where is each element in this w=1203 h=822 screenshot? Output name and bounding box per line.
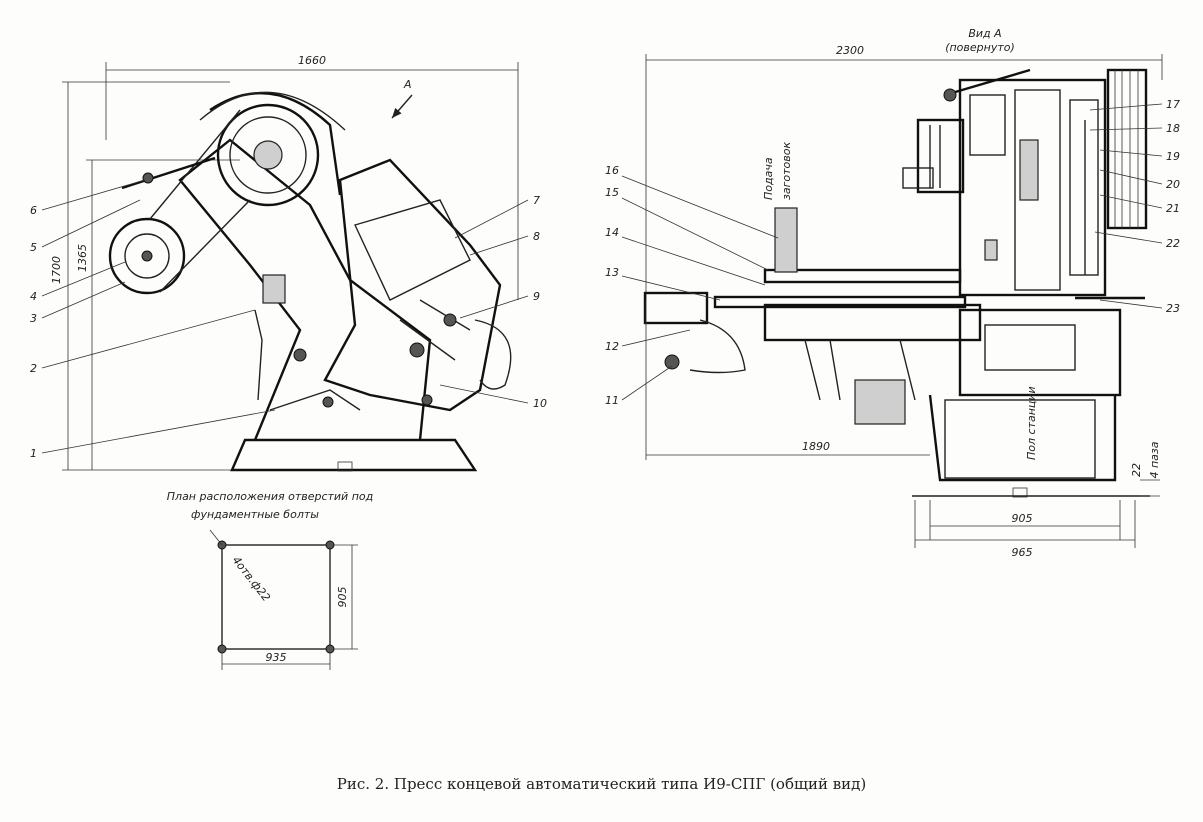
- front-flywheel: [1106, 68, 1148, 230]
- bolt-hole: [325, 644, 335, 654]
- plan-title-line1: План расположения отверстий под: [167, 490, 373, 503]
- motor-pack: [902, 118, 965, 194]
- callout-14: 14: [605, 226, 619, 239]
- press-frame: [178, 138, 432, 441]
- plan-dim-horizontal: 935: [266, 651, 287, 664]
- front-callouts-right: 17 18 19 20 21 22 23: [1075, 98, 1180, 315]
- callout-10: 10: [533, 397, 547, 410]
- callout-4: 4: [30, 290, 37, 303]
- base-slot: [337, 461, 353, 472]
- front-callouts-left: 16 15 14 13 12 11: [605, 164, 779, 407]
- callout-6: 6: [30, 204, 37, 217]
- feed-table: Подача заготовок: [713, 142, 967, 309]
- callout-11: 11: [605, 394, 619, 407]
- view-title-line2: (повернуто): [945, 41, 1015, 54]
- callout-3: 3: [30, 312, 37, 325]
- side-dim-width-label: 1660: [298, 54, 326, 67]
- callout-9: 9: [533, 290, 540, 303]
- side-dim-width: 1660: [105, 54, 519, 300]
- view-title-line1: Вид А: [968, 27, 1001, 40]
- crank-column: [958, 78, 1107, 297]
- front-view: Вид А (повернуто) 2300: [605, 27, 1180, 559]
- control-rod: [254, 309, 263, 401]
- lever-arm: [121, 156, 216, 190]
- press-bed: [643, 291, 1122, 425]
- machine-base: [230, 438, 478, 472]
- bolt-hole: [325, 540, 335, 550]
- die-head: [293, 158, 512, 412]
- floor-label: Пол станции: [1025, 386, 1038, 460]
- front-dim-4paz: 4 паза: [1148, 441, 1161, 478]
- feed-label-line2: заготовок: [780, 142, 793, 200]
- view-arrow-a: A: [391, 78, 413, 119]
- front-dim-965: 965: [1012, 546, 1033, 559]
- bolt-rectangle: [221, 544, 331, 650]
- callout-20: 20: [1166, 178, 1180, 191]
- plan-dim-vertical: 905: [336, 587, 349, 608]
- side-callouts: 1 2 3 4 5 6 7 8 9 10: [30, 179, 547, 460]
- callout-23: 23: [1166, 302, 1180, 315]
- callout-2: 2: [30, 362, 37, 375]
- bolt-hole: [217, 644, 227, 654]
- callout-19: 19: [1166, 150, 1180, 163]
- callout-5: 5: [30, 241, 37, 254]
- side-view: 1660 1700 1365 A: [30, 54, 547, 472]
- callout-7: 7: [533, 194, 540, 207]
- side-dim-height-inner: 1365: [76, 159, 240, 470]
- secondary-pulley: [108, 217, 186, 295]
- callout-21: 21: [1166, 202, 1180, 215]
- control-box: [262, 274, 286, 304]
- callout-8: 8: [533, 230, 540, 243]
- hole-note: 4отв.ф22: [230, 554, 273, 604]
- callout-22: 22: [1166, 237, 1180, 250]
- callout-1: 1: [30, 447, 37, 460]
- side-dim-height-inner-label: 1365: [76, 244, 89, 272]
- plan-title-line2: фундаментные болты: [191, 508, 319, 521]
- side-dim-height-total-label: 1700: [50, 256, 63, 284]
- view-arrow-label: A: [403, 78, 412, 91]
- foundation-plan: План расположения отверстий под фундамен…: [167, 490, 373, 670]
- front-dim-width: 2300: [836, 44, 864, 57]
- front-dim-22: 22: [1130, 463, 1143, 477]
- main-flywheel: [199, 91, 346, 207]
- top-lever: [944, 68, 1031, 97]
- figure-caption: Рис. 2. Пресс концевой автоматический ти…: [336, 775, 867, 793]
- callout-18: 18: [1166, 122, 1180, 135]
- callout-15: 15: [605, 186, 619, 199]
- pedestal: Пол станции: [928, 386, 1117, 498]
- feed-label-line1: Подача: [762, 157, 775, 200]
- callout-17: 17: [1166, 98, 1180, 111]
- callout-12: 12: [605, 340, 619, 353]
- side-dim-height-total: 1700: [50, 81, 235, 471]
- front-dim-base: 1890: [802, 440, 830, 453]
- callout-16: 16: [605, 164, 619, 177]
- callout-13: 13: [605, 266, 619, 279]
- front-dim-905: 905: [1012, 512, 1033, 525]
